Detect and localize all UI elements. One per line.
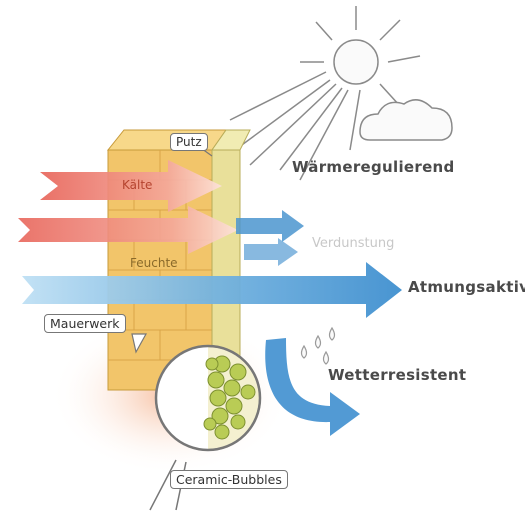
putz-label: Putz	[170, 133, 208, 151]
evaporation-arrow-1	[236, 210, 304, 242]
verdunstung-label: Verdunstung	[312, 236, 394, 251]
sun-icon	[230, 6, 420, 180]
wetter-label: Wetterresistent	[328, 366, 466, 384]
rain-drops-icon	[302, 328, 335, 364]
cloud-icon	[360, 100, 452, 140]
evaporation-arrow-2	[244, 238, 298, 266]
atmung-label: Atmungsaktiv	[408, 278, 525, 296]
kaelte-label: Kälte	[122, 178, 152, 192]
mauerwerk-label: Mauerwerk	[44, 314, 126, 333]
ceramic-bubbles-label: Ceramic-Bubbles	[170, 470, 288, 489]
waerme-label: Wärmeregulierend	[292, 158, 455, 176]
feuchte-label: Feuchte	[130, 256, 178, 270]
